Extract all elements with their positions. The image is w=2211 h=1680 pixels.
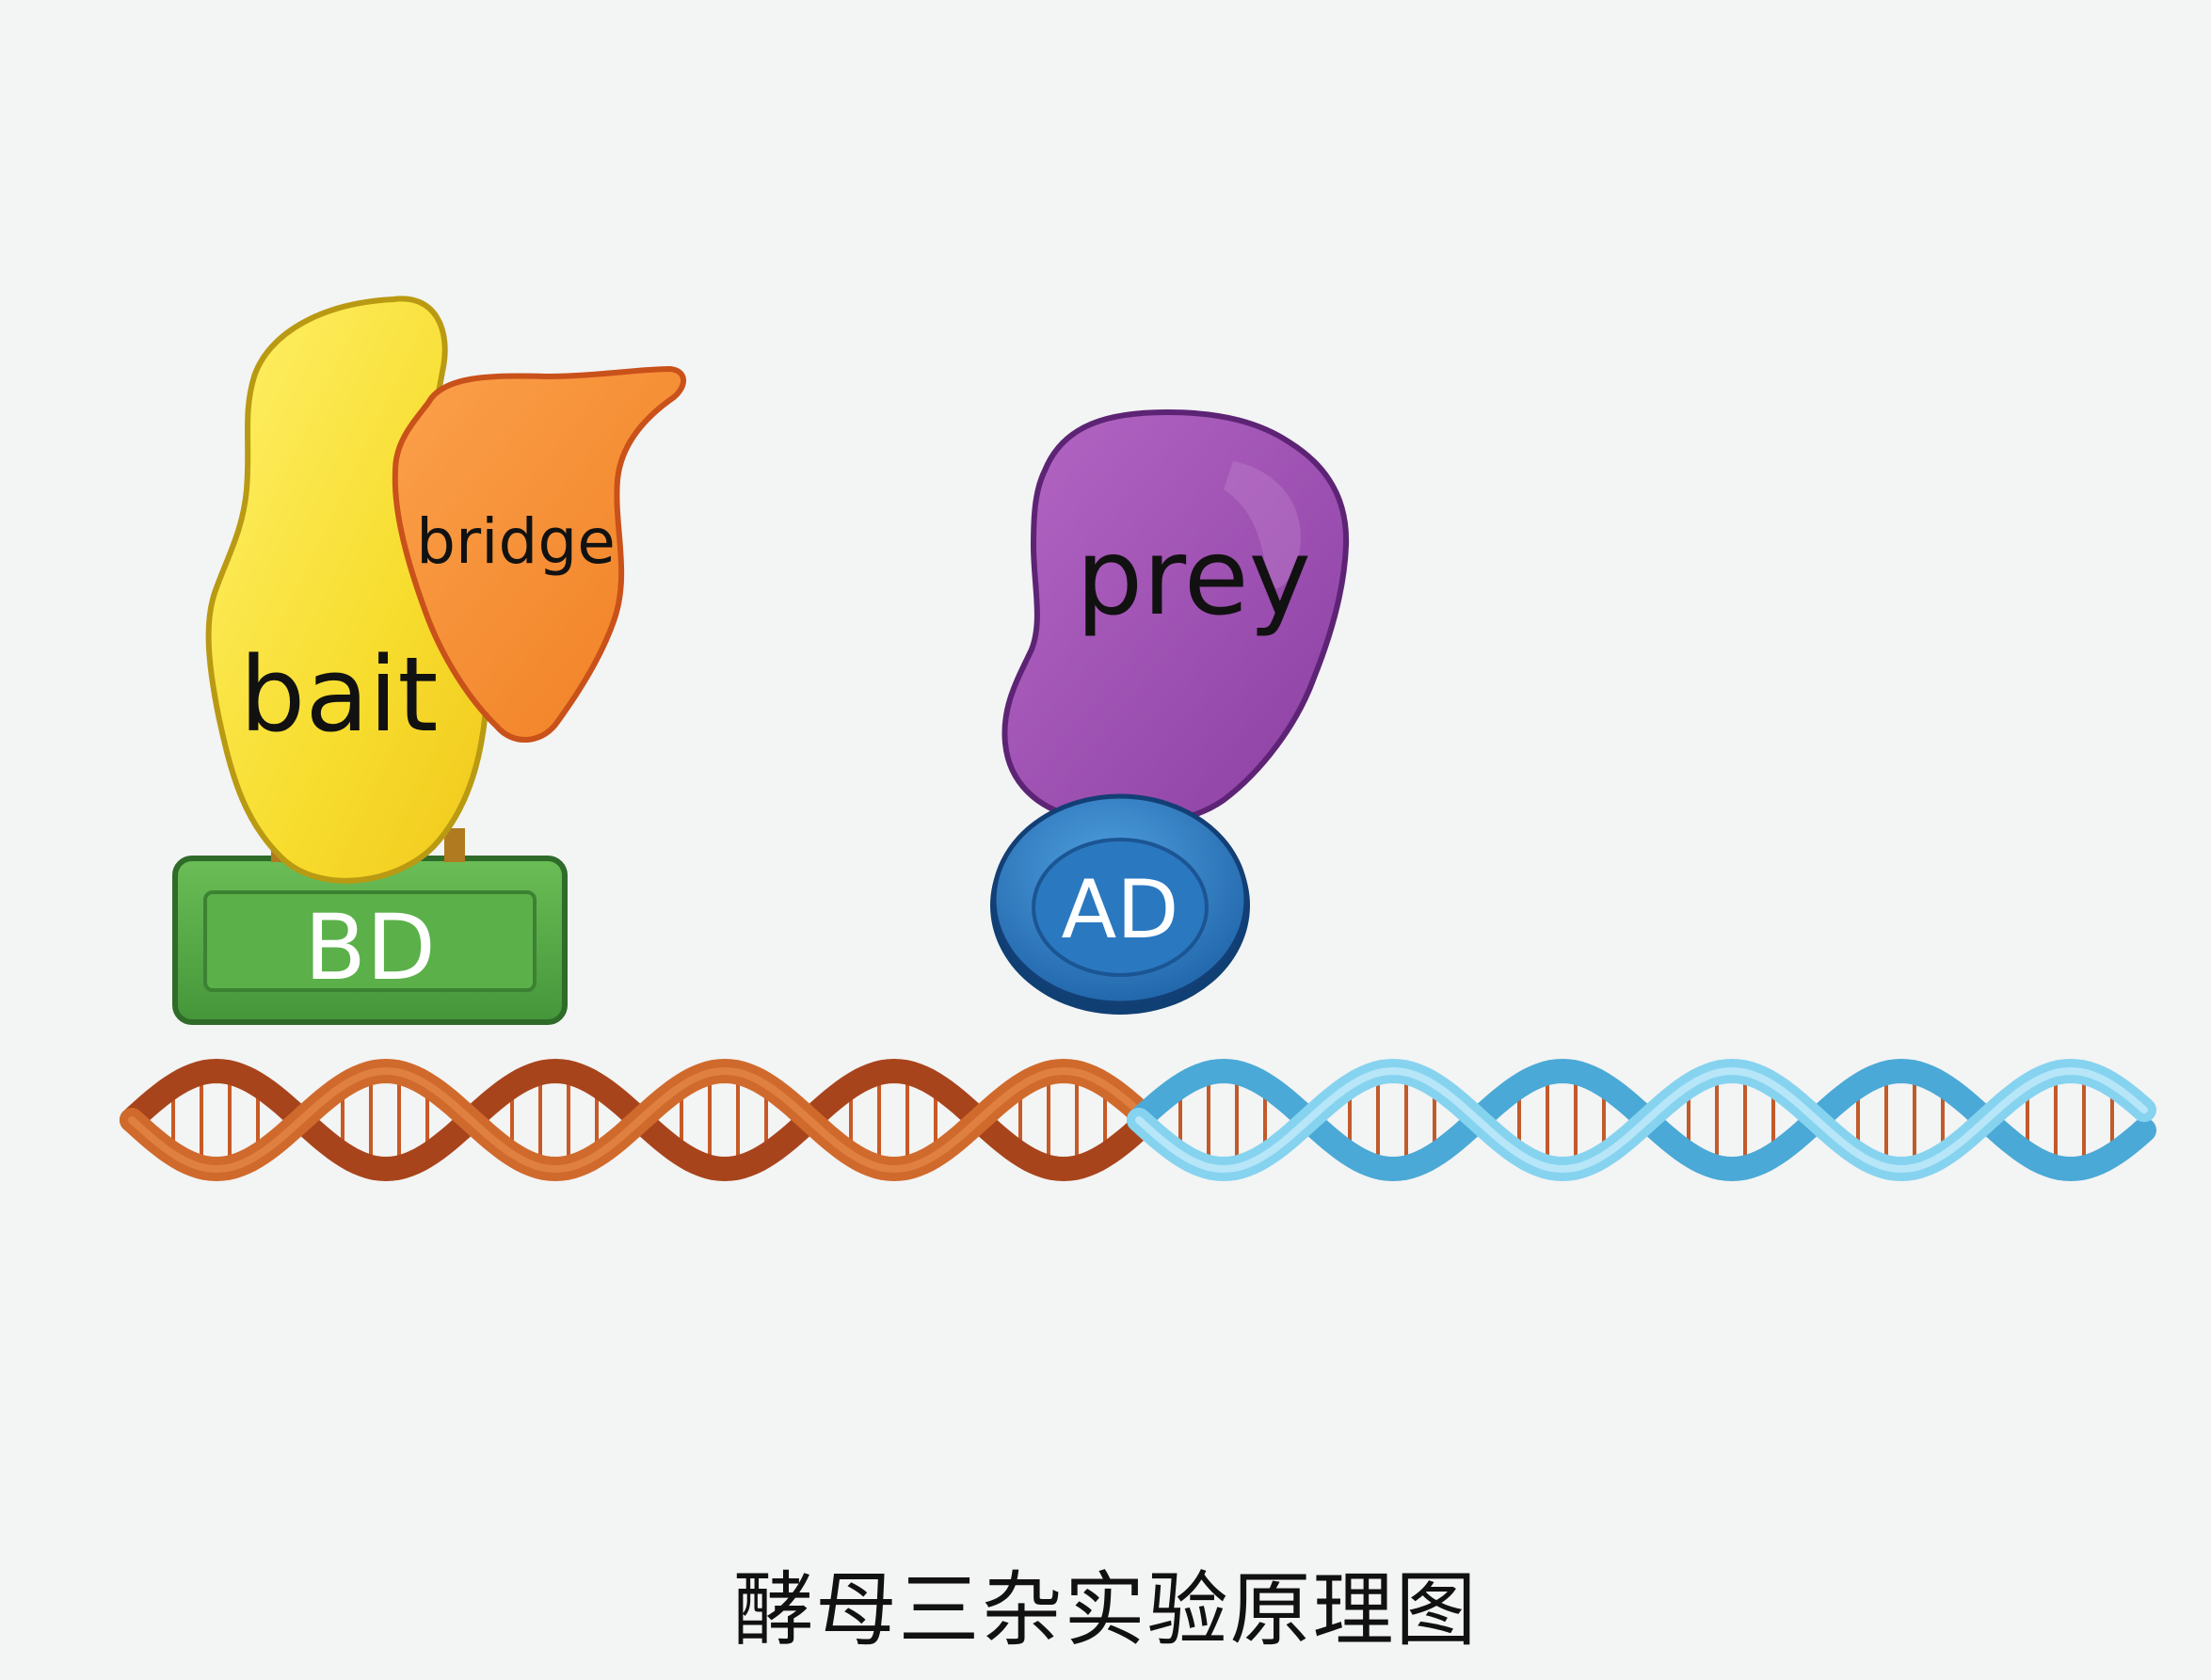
- dna-right-front-strand: [1127, 1058, 2156, 1182]
- bridge-linker: [444, 828, 465, 862]
- bd-domain: BD: [172, 856, 568, 1025]
- prey-protein: prey: [1001, 408, 1350, 827]
- prey-label: prey: [1076, 517, 1311, 639]
- ad-label: AD: [1061, 863, 1178, 957]
- ad-domain: AD: [990, 793, 1250, 1015]
- bridge-label: bridge: [416, 505, 616, 578]
- bd-label: BD: [304, 895, 436, 1000]
- dna-right-segment: [1127, 1058, 2156, 1182]
- bait-label: bait: [240, 634, 439, 755]
- bridge-protein: bridge: [392, 365, 686, 743]
- dna-left-front-strand: [120, 1058, 1149, 1182]
- dna-right-front-highlight: [1135, 1066, 2148, 1174]
- diagram-caption: 酵母三杂实验原理图: [732, 1563, 1479, 1657]
- dna-left-segment: [120, 1058, 1149, 1182]
- dna-left-front-highlight: [128, 1066, 1141, 1174]
